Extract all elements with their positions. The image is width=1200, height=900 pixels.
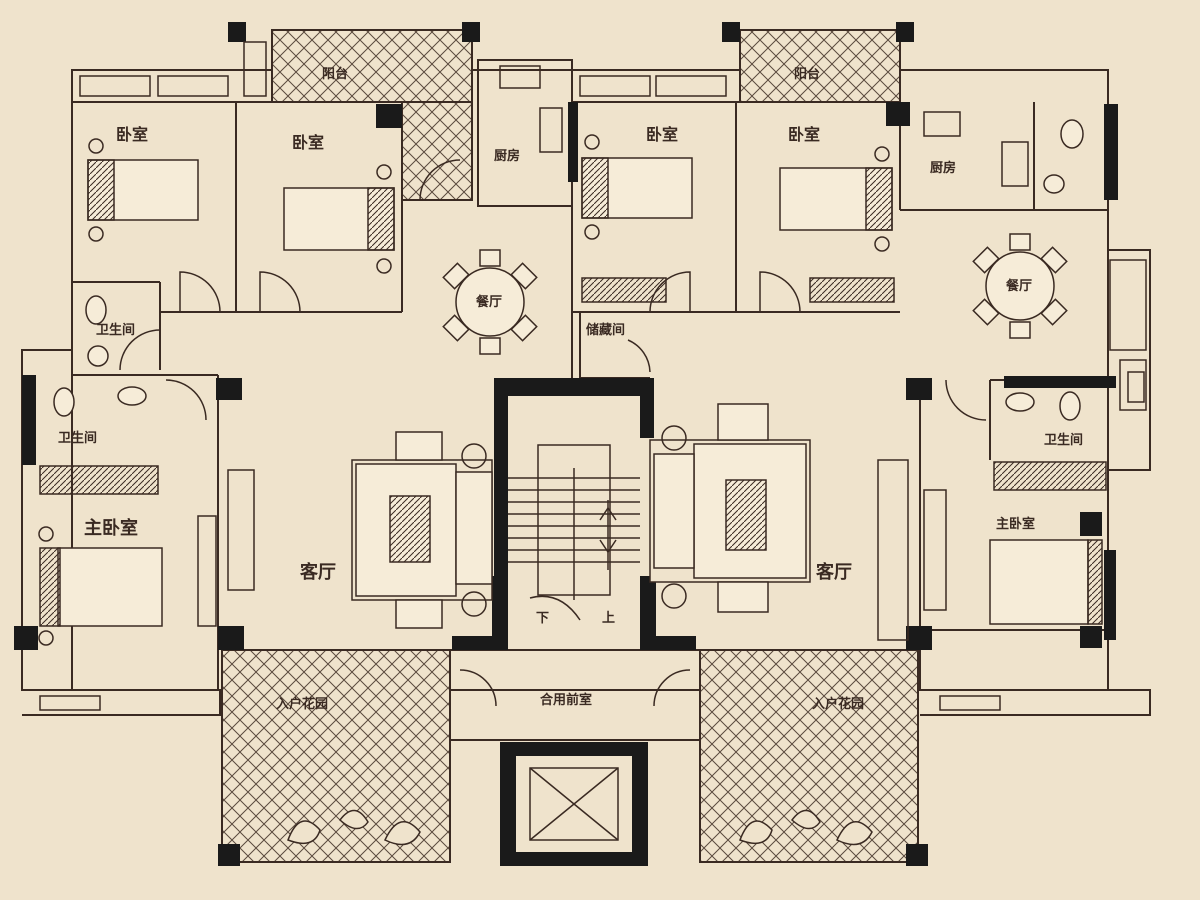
label-bathroom-1: 卫生间 [96,322,135,338]
tv-cabinets [197,459,947,641]
label-dining-right: 餐厅 [1005,278,1032,294]
label-living-room-right: 客厅 [816,561,852,583]
label-kitchen-left: 厨房 [494,148,520,164]
label-balcony-right: 阳台 [794,66,820,82]
dining-table-right [972,233,1068,339]
balcony-left-diagonal [401,101,473,201]
entry-garden-right [699,649,919,863]
label-bedroom-4: 卧室 [788,125,820,144]
label-bathroom-3: 卫生间 [1044,432,1083,448]
kitchen-fixtures [499,65,1029,187]
label-entry-garden-left: 入户花园 [276,696,328,712]
label-shared-lobby: 合用前室 [540,692,592,708]
label-bedroom-3: 卧室 [646,125,678,144]
label-stair-up: 上 [602,611,615,626]
label-stair-down: 下 [536,611,549,626]
label-master-bedroom-right: 主卧室 [996,516,1035,532]
label-bedroom-2: 卧室 [292,133,324,152]
dining-table-left [442,249,538,355]
structural-columns [14,22,1118,866]
wardrobes [39,277,1107,495]
door-swings [119,159,987,707]
label-bedroom-1: 卧室 [116,125,148,144]
bed-furniture [38,134,1103,646]
windows [39,41,1147,711]
room-labels: 阳台 阳台 卧室 卧室 卧室 卧室 厨房 厨房 餐厅 餐厅 卫生间 卫生间 卫生… [58,66,1083,712]
balcony-left [271,29,473,103]
label-balcony-left: 阳台 [322,66,348,82]
label-storage: 储藏间 [585,322,625,338]
label-entry-garden-right: 入户花园 [812,696,864,712]
bathroom-fixtures [53,119,1084,421]
stair-core [452,378,696,866]
label-kitchen-right: 厨房 [930,160,956,176]
balcony-right [739,29,901,103]
label-bathroom-2: 卫生间 [58,430,97,446]
label-dining-left: 餐厅 [475,294,502,310]
living-room-furniture-right [649,403,811,613]
living-room-furniture-left [351,431,493,629]
garden-stones [287,809,873,846]
label-master-bedroom-left: 主卧室 [84,517,138,539]
label-living-room-left: 客厅 [300,561,336,583]
